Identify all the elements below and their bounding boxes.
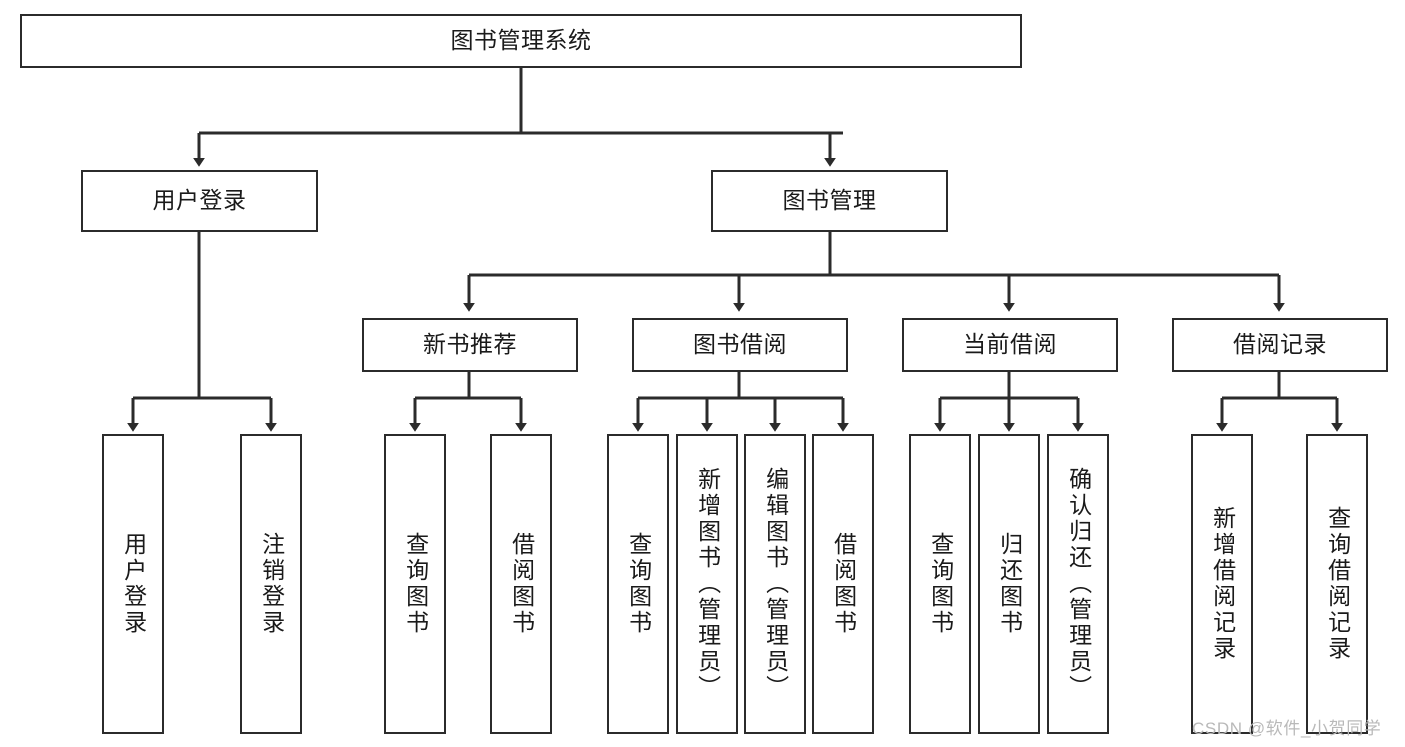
node-label: 新增图书（管理员）: [694, 467, 721, 701]
node-label: 编辑图书（管理员）: [762, 467, 789, 701]
node-user-login[interactable]: 用户登录: [81, 170, 318, 232]
node-leaf-logout[interactable]: 注销登录: [240, 434, 302, 734]
node-book-management[interactable]: 图书管理: [711, 170, 948, 232]
node-leaf-borrow-book-recommend[interactable]: 借阅图书: [490, 434, 552, 734]
node-new-book-recommend[interactable]: 新书推荐: [362, 318, 578, 372]
node-leaf-add-book-admin[interactable]: 新增图书（管理员）: [676, 434, 738, 734]
node-label: 注销登录: [258, 532, 285, 636]
node-current-borrow[interactable]: 当前借阅: [902, 318, 1118, 372]
node-label: 图书管理系统: [450, 27, 592, 54]
node-label: 新书推荐: [423, 331, 517, 358]
node-label: 图书管理: [782, 187, 877, 214]
node-leaf-query-borrow-record[interactable]: 查询借阅记录: [1306, 434, 1368, 734]
node-leaf-edit-book-admin[interactable]: 编辑图书（管理员）: [744, 434, 806, 734]
node-label: 当前借阅: [963, 331, 1057, 358]
node-leaf-add-borrow-record[interactable]: 新增借阅记录: [1191, 434, 1253, 734]
node-label: 查询图书: [927, 532, 954, 636]
node-label: 用户登录: [120, 532, 147, 636]
node-borrow-record[interactable]: 借阅记录: [1172, 318, 1388, 372]
node-label: 查询图书: [625, 532, 652, 636]
node-label: 借阅图书: [508, 532, 535, 636]
node-label: 确认归还（管理员）: [1065, 467, 1092, 701]
node-root-book-management-system[interactable]: 图书管理系统: [20, 14, 1022, 68]
node-label: 借阅图书: [830, 532, 857, 636]
node-label: 图书借阅: [693, 331, 787, 358]
node-leaf-query-book-current[interactable]: 查询图书: [909, 434, 971, 734]
node-leaf-query-book-recommend[interactable]: 查询图书: [384, 434, 446, 734]
node-label: 查询图书: [402, 532, 429, 636]
node-label: 归还图书: [996, 532, 1023, 636]
node-leaf-confirm-return-admin[interactable]: 确认归还（管理员）: [1047, 434, 1109, 734]
node-leaf-return-book[interactable]: 归还图书: [978, 434, 1040, 734]
watermark: CSDN @软件_小贺同学: [1192, 719, 1382, 738]
node-label: 新增借阅记录: [1209, 506, 1236, 662]
node-label: 查询借阅记录: [1324, 506, 1351, 662]
node-leaf-borrow-book[interactable]: 借阅图书: [812, 434, 874, 734]
node-label: 借阅记录: [1233, 331, 1327, 358]
node-label: 用户登录: [152, 187, 247, 214]
node-leaf-user-login[interactable]: 用户登录: [102, 434, 164, 734]
node-leaf-query-book-borrow[interactable]: 查询图书: [607, 434, 669, 734]
node-book-borrow[interactable]: 图书借阅: [632, 318, 848, 372]
